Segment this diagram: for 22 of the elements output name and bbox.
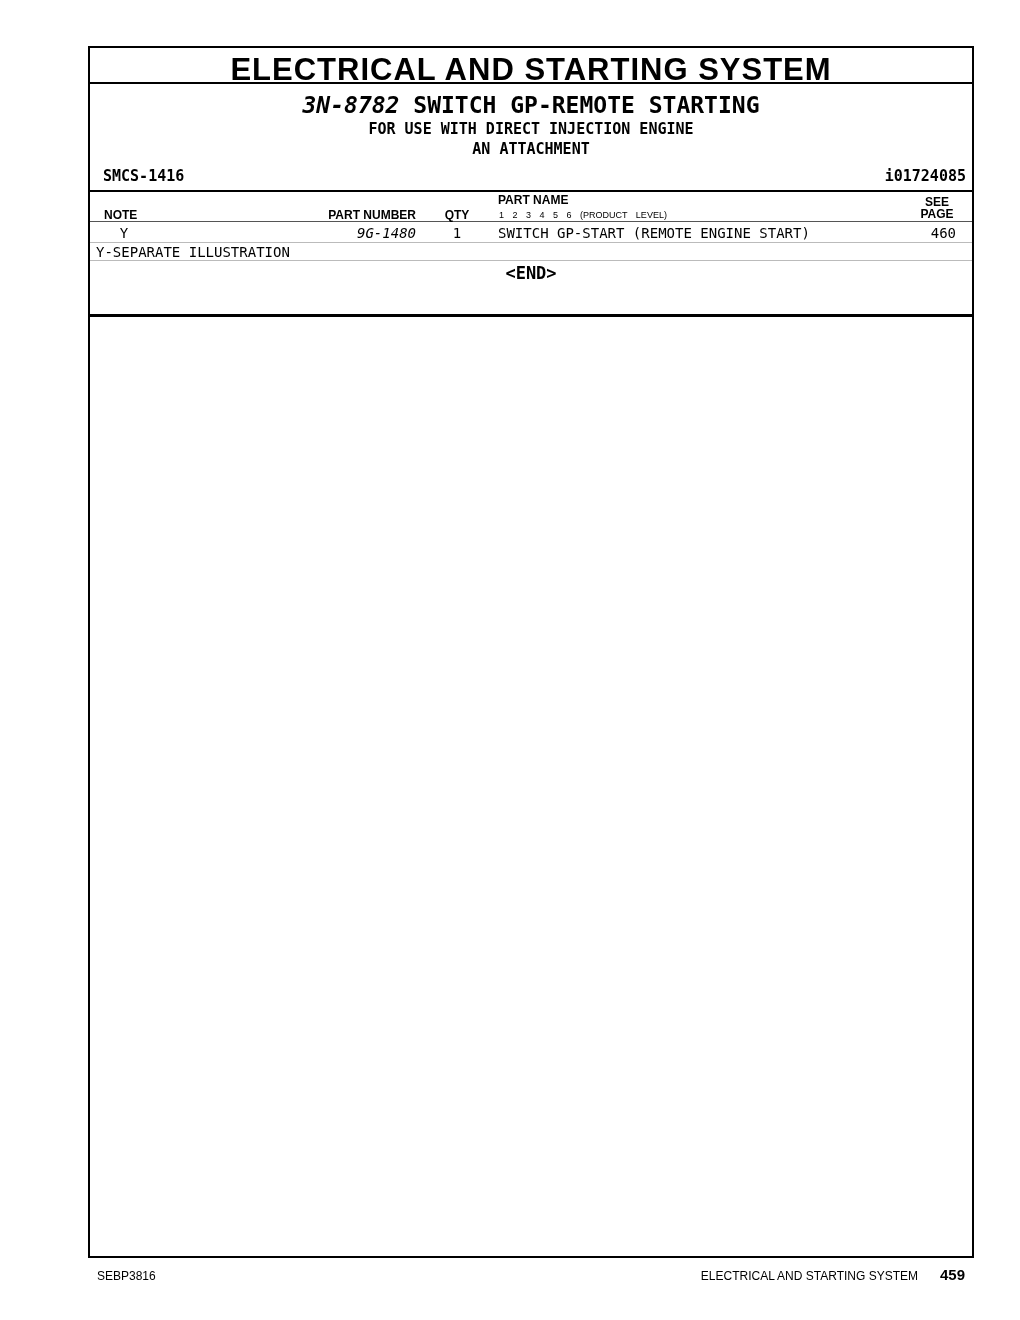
subheading-text: FOR USE WITH DIRECT INJECTION ENGINE xyxy=(368,122,694,137)
page-title: ELECTRICAL AND STARTING SYSTEM xyxy=(230,54,832,85)
section-heading: 3N-8782 SWITCH GP-REMOTE STARTING xyxy=(302,94,760,117)
column-header: QTY xyxy=(444,209,470,221)
table-cell: 9G-1480 xyxy=(357,226,416,240)
page-number: 459 xyxy=(940,1267,966,1282)
table-cell: SWITCH GP-START (REMOTE ENGINE START) xyxy=(498,226,810,240)
subheading-text: AN ATTACHMENT xyxy=(472,142,590,157)
table-cell: 1 xyxy=(452,226,462,240)
end-marker: <END> xyxy=(505,265,557,282)
table-cell: 460 xyxy=(930,226,956,240)
column-header: SEE PAGE xyxy=(919,196,955,220)
footer-text: ELECTRICAL AND STARTING SYSTEM xyxy=(700,1270,918,1282)
column-header: PART NUMBER xyxy=(328,209,416,221)
code-text: i01724085 xyxy=(884,169,966,184)
code-text: SMCS-1416 xyxy=(103,169,185,184)
document-number: SEBP3816 xyxy=(97,1270,156,1282)
column-header: PART NAME xyxy=(498,194,569,206)
column-header: 1 2 3 4 5 6 (PRODUCT LEVEL) xyxy=(499,211,667,220)
column-header: NOTE xyxy=(104,209,138,221)
table-cell: Y xyxy=(119,226,129,240)
note-text: Y-SEPARATE ILLUSTRATION xyxy=(96,245,290,259)
